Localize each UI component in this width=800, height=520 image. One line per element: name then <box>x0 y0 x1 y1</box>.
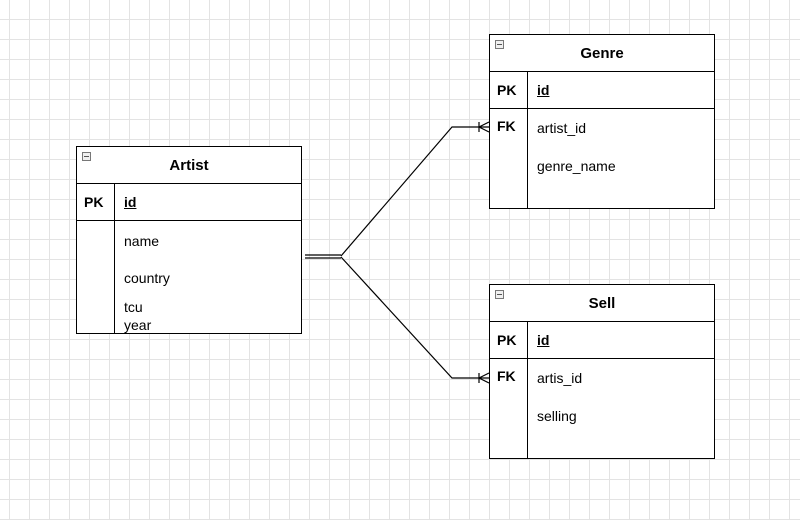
genre-crowsfoot-upper <box>478 121 490 128</box>
pk-row[interactable]: PK id <box>490 72 714 109</box>
sell-crowsfoot-upper <box>478 372 490 379</box>
genre-crowsfoot-lower <box>478 126 490 133</box>
field[interactable]: artis_id <box>537 370 583 386</box>
entity-artist[interactable]: Artist PK id name country tcu year <box>76 146 302 334</box>
collapse-icon[interactable] <box>495 290 504 299</box>
pk-row[interactable]: PK id <box>490 322 714 359</box>
field[interactable]: country <box>124 270 170 286</box>
artist-genre-connector[interactable] <box>340 126 489 257</box>
field[interactable]: selling <box>537 408 577 424</box>
key-column-divider <box>527 72 528 208</box>
fk-label: FK <box>497 368 516 384</box>
entity-header[interactable]: Genre <box>490 35 714 72</box>
pk-field: id <box>537 332 550 348</box>
entity-header[interactable]: Artist <box>77 147 301 184</box>
pk-row[interactable]: PK id <box>77 184 301 221</box>
entity-title: Genre <box>580 45 624 62</box>
pk-label: PK <box>84 194 104 210</box>
sell-crowsfoot-lower <box>478 377 490 384</box>
field[interactable]: name <box>124 233 160 249</box>
field[interactable]: year <box>124 317 152 333</box>
pk-field: id <box>124 194 137 210</box>
entity-title: Artist <box>169 157 209 174</box>
artist-sell-connector[interactable] <box>340 256 489 379</box>
pk-label: PK <box>497 332 517 348</box>
entity-title: Sell <box>588 295 616 312</box>
field[interactable]: genre_name <box>537 158 616 174</box>
field[interactable]: tcu <box>124 299 143 315</box>
key-column-divider <box>527 322 528 458</box>
collapse-icon[interactable] <box>495 40 504 49</box>
fk-label: FK <box>497 118 516 134</box>
field[interactable]: artist_id <box>537 120 587 136</box>
entity-sell[interactable]: Sell PK id FK artis_id selling <box>489 284 715 459</box>
pk-field: id <box>537 82 550 98</box>
key-column-divider <box>114 184 115 333</box>
entity-header[interactable]: Sell <box>490 285 714 322</box>
pk-label: PK <box>497 82 517 98</box>
entity-genre[interactable]: Genre PK id FK artist_id genre_name <box>489 34 715 209</box>
collapse-icon[interactable] <box>82 152 91 161</box>
